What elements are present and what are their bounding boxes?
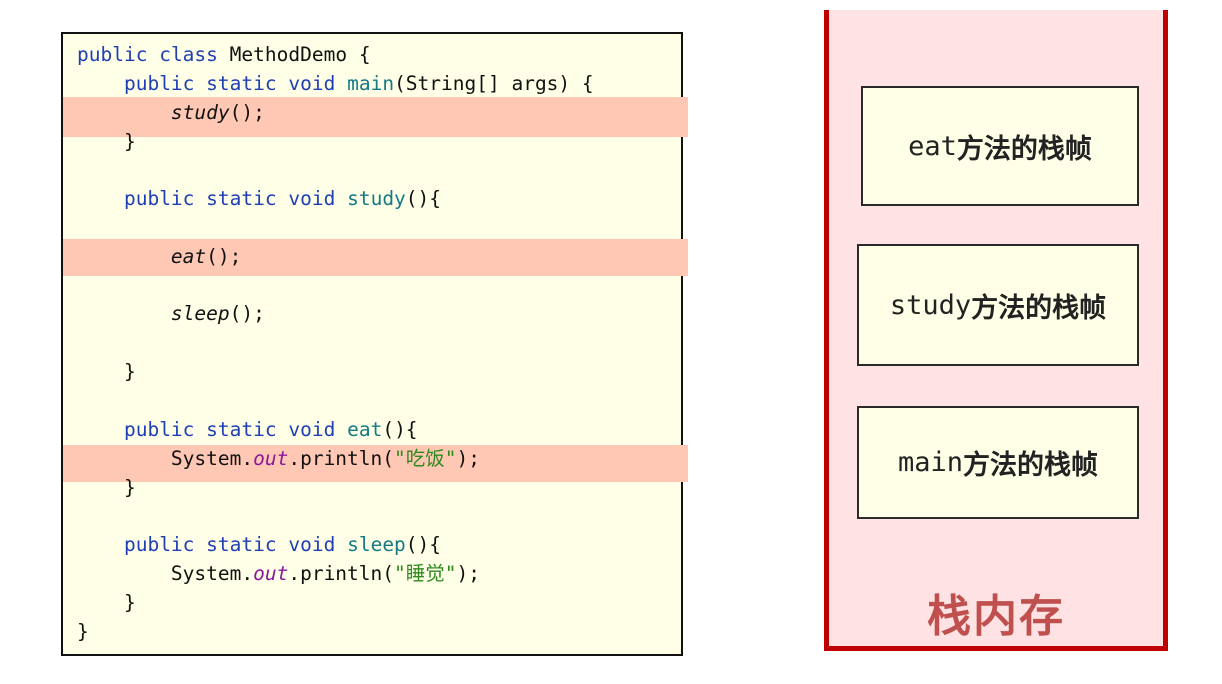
code-line-study-call: study(); (170, 101, 265, 124)
code-line-eat-call: eat(); (170, 245, 242, 268)
code-line-close: } (123, 130, 136, 153)
code-line-class: public class MethodDemo { (77, 43, 371, 66)
highlight-study-call (63, 97, 688, 137)
stack-memory-label: 栈内存 (927, 591, 1065, 642)
code-panel: public class MethodDemo { public static … (61, 32, 688, 656)
highlight-println-eat (63, 445, 688, 482)
code-line-close: } (123, 591, 136, 614)
code-line-println-eat: System.out.println("吃饭"); (170, 447, 480, 470)
code-line-eat-decl: public static void eat(){ (123, 418, 418, 441)
code-line-sleep-call: sleep(); (170, 302, 265, 325)
code-line-study-decl: public static void study(){ (123, 187, 442, 210)
code-line-println-sleep: System.out.println("睡觉"); (170, 562, 480, 585)
code-line-close: } (123, 476, 136, 499)
code-line-sleep-decl: public static void sleep(){ (123, 533, 442, 556)
code-line-class-close: } (77, 620, 89, 643)
code-line-close: } (123, 360, 136, 383)
code-line-main-decl: public static void main(String[] args) { (123, 72, 594, 95)
highlight-eat-call (63, 239, 688, 276)
